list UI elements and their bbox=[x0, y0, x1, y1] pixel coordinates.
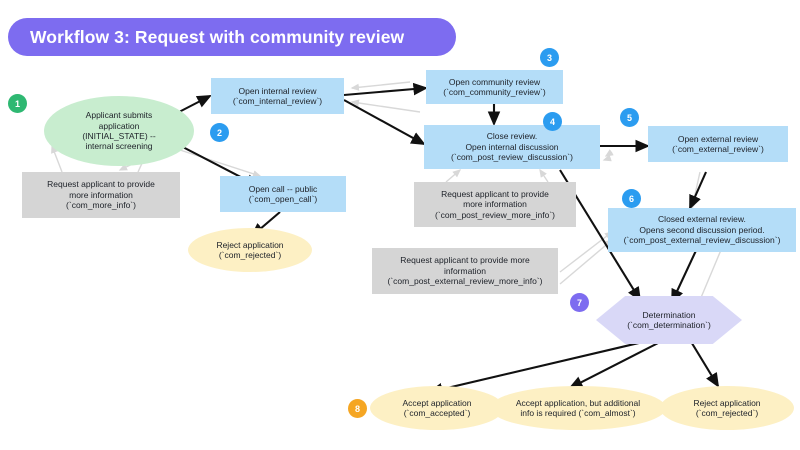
step-badge-5: 5 bbox=[620, 108, 639, 127]
node-internal-review-label: Open internal review (`com_internal_revi… bbox=[232, 85, 323, 106]
node-external-review[interactable]: Open external review (`com_external_revi… bbox=[648, 126, 788, 162]
node-open-call[interactable]: Open call -- public (`com_open_call`) bbox=[220, 176, 346, 212]
node-post-external-review-more-info[interactable]: Request applicant to provide more inform… bbox=[372, 248, 558, 294]
node-post-review-discussion[interactable]: Close review. Open internal discussion (… bbox=[424, 125, 600, 169]
node-more-info-label: Request applicant to provide more inform… bbox=[47, 179, 155, 211]
node-rejected-final[interactable]: Reject application (`com_rejected`) bbox=[660, 386, 794, 430]
node-rejected-final-label: Reject application (`com_rejected`) bbox=[693, 397, 761, 418]
step-badge-7: 7 bbox=[570, 293, 589, 312]
node-post-review-discussion-label: Close review. Open internal discussion (… bbox=[451, 131, 573, 163]
node-post-external-review-discussion[interactable]: Closed external review. Opens second dis… bbox=[608, 208, 796, 252]
node-rejected-early[interactable]: Reject application (`com_rejected`) bbox=[188, 228, 312, 272]
node-open-call-label: Open call -- public (`com_open_call`) bbox=[248, 183, 318, 204]
node-post-review-more-info-label: Request applicant to provide more inform… bbox=[435, 188, 555, 220]
page-title-text: Workflow 3: Request with community revie… bbox=[30, 26, 405, 47]
node-initial-state[interactable]: Applicant submits application (INITIAL_S… bbox=[44, 96, 194, 166]
step-badge-4: 4 bbox=[543, 112, 562, 131]
node-more-info[interactable]: Request applicant to provide more inform… bbox=[22, 172, 180, 218]
node-almost-label: Accept application, but additional info … bbox=[515, 397, 641, 418]
node-community-review-label: Open community review (`com_community_re… bbox=[443, 76, 546, 97]
node-accepted-label: Accept application (`com_accepted`) bbox=[402, 397, 472, 418]
node-internal-review[interactable]: Open internal review (`com_internal_revi… bbox=[211, 78, 344, 114]
node-initial-state-label: Applicant submits application (INITIAL_S… bbox=[82, 110, 156, 152]
page-title: Workflow 3: Request with community revie… bbox=[8, 18, 456, 56]
step-badge-1: 1 bbox=[8, 94, 27, 113]
step-badge-2: 2 bbox=[210, 123, 229, 142]
step-badge-8: 8 bbox=[348, 399, 367, 418]
node-community-review[interactable]: Open community review (`com_community_re… bbox=[426, 70, 563, 104]
determination-diamond-shape bbox=[596, 296, 742, 344]
node-post-external-review-more-info-label: Request applicant to provide more inform… bbox=[387, 255, 543, 287]
step-badge-6: 6 bbox=[622, 189, 641, 208]
node-determination-label: Determination (`com_determination`) bbox=[627, 309, 711, 330]
node-rejected-early-label: Reject application (`com_rejected`) bbox=[216, 239, 284, 260]
node-determination[interactable]: Determination (`com_determination`) bbox=[596, 296, 742, 344]
step-badge-3: 3 bbox=[540, 48, 559, 67]
node-almost[interactable]: Accept application, but additional info … bbox=[490, 386, 666, 430]
node-post-review-more-info[interactable]: Request applicant to provide more inform… bbox=[414, 182, 576, 227]
node-accepted[interactable]: Accept application (`com_accepted`) bbox=[370, 386, 504, 430]
node-external-review-label: Open external review (`com_external_revi… bbox=[672, 133, 764, 154]
node-post-external-review-discussion-label: Closed external review. Opens second dis… bbox=[623, 214, 781, 246]
